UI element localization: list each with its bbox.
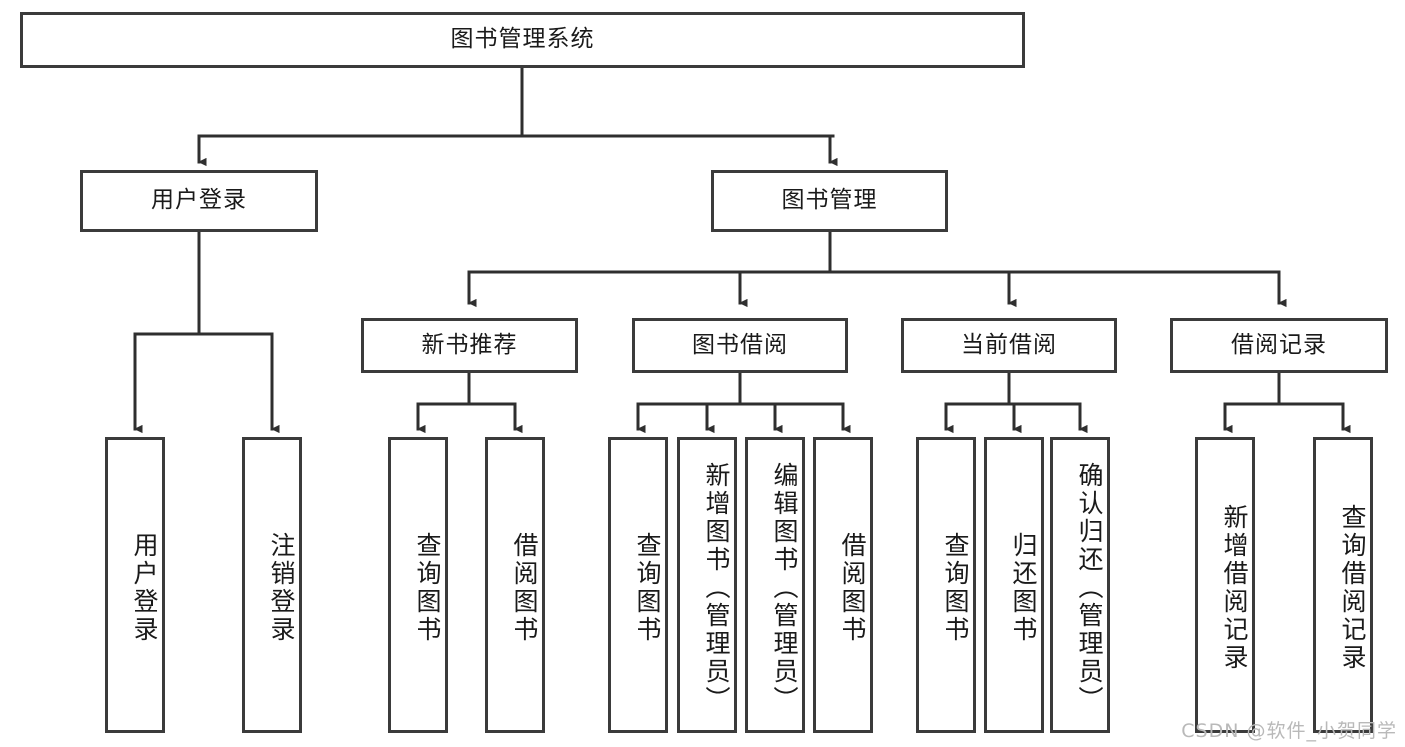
node-label: 当前借阅 <box>961 331 1057 358</box>
node-label: 用户登录 <box>130 532 159 644</box>
leaf-current-borrow-query-book[interactable]: 查询图书 <box>916 437 976 733</box>
node-book-borrow[interactable]: 图书借阅 <box>632 318 848 373</box>
node-user-login[interactable]: 用户登录 <box>80 170 318 232</box>
leaf-user-login-logout[interactable]: 注销登录 <box>242 437 302 733</box>
leaf-book-borrow-query-book[interactable]: 查询图书 <box>608 437 668 733</box>
node-label: 新增图书（管理员） <box>702 462 731 714</box>
node-label: 借阅记录 <box>1231 331 1327 358</box>
node-label: 新书推荐 <box>421 331 518 358</box>
node-label: 查询借阅记录 <box>1338 504 1367 672</box>
leaf-new-book-borrow-book[interactable]: 借阅图书 <box>485 437 545 733</box>
node-label: 查询图书 <box>941 532 970 644</box>
leaf-book-borrow-add-book-admin[interactable]: 新增图书（管理员） <box>677 437 737 733</box>
node-label: 图书管理 <box>781 187 878 214</box>
node-label: 图书借阅 <box>692 331 788 358</box>
leaf-book-borrow-edit-book-admin[interactable]: 编辑图书（管理员） <box>745 437 805 733</box>
node-label: 归还图书 <box>1009 532 1038 644</box>
leaf-book-borrow-borrow-book[interactable]: 借阅图书 <box>813 437 873 733</box>
node-new-book-recommend[interactable]: 新书推荐 <box>361 318 578 373</box>
node-root-book-management-system[interactable]: 图书管理系统 <box>20 12 1025 68</box>
node-book-management[interactable]: 图书管理 <box>711 170 948 232</box>
leaf-user-login-login[interactable]: 用户登录 <box>105 437 165 733</box>
leaf-current-borrow-return-book[interactable]: 归还图书 <box>984 437 1044 733</box>
node-label: 借阅图书 <box>510 532 539 644</box>
node-borrow-record[interactable]: 借阅记录 <box>1170 318 1388 373</box>
node-label: 确认归还（管理员） <box>1075 462 1104 714</box>
leaf-borrow-record-query-record[interactable]: 查询借阅记录 <box>1313 437 1373 733</box>
node-label: 借阅图书 <box>838 532 867 644</box>
node-label: 新增借阅记录 <box>1220 504 1249 672</box>
leaf-new-book-query-book[interactable]: 查询图书 <box>388 437 448 733</box>
node-label: 注销登录 <box>267 532 296 644</box>
node-label: 查询图书 <box>633 532 662 644</box>
node-label: 图书管理系统 <box>450 26 595 53</box>
node-label: 用户登录 <box>151 187 247 214</box>
node-label: 编辑图书（管理员） <box>770 462 799 714</box>
node-label: 查询图书 <box>413 532 442 644</box>
node-current-borrow[interactable]: 当前借阅 <box>901 318 1117 373</box>
leaf-borrow-record-add-record[interactable]: 新增借阅记录 <box>1195 437 1255 733</box>
csdn-watermark: CSDN @软件_小贺同学 <box>1181 720 1397 742</box>
leaf-current-borrow-confirm-return-admin[interactable]: 确认归还（管理员） <box>1050 437 1110 733</box>
